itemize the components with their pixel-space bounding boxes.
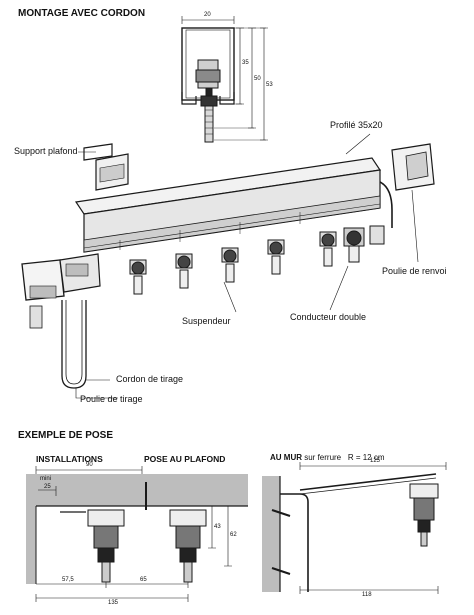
dim-57-5: 57,5	[62, 577, 74, 583]
dim-125: 125	[370, 458, 381, 464]
title-installations: INSTALLATIONS	[36, 454, 103, 464]
dim-43: 43	[214, 524, 221, 530]
dim-section-width: 20	[204, 12, 211, 18]
dim-section-h3: 53	[266, 82, 273, 88]
title-au-mur-bold: AU MUR	[270, 453, 302, 462]
title-au-mur: AU MUR sur ferrure R = 12 cm	[270, 453, 385, 462]
rail-profile	[74, 157, 382, 253]
label-cordon-tirage: Cordon de tirage	[116, 374, 184, 384]
label-poulie-renvoi: Poulie de renvoi	[382, 266, 447, 276]
dim-90: 90	[86, 462, 93, 468]
dim-25: 25	[44, 484, 51, 490]
carriers	[129, 225, 385, 295]
label-poulie-tirage: Poulie de tirage	[80, 394, 143, 404]
au-mur-drawing	[262, 462, 447, 594]
support-plafond-part	[83, 143, 129, 191]
title-montage: MONTAGE AVEC CORDON	[18, 8, 146, 19]
poulie-tirage-part	[21, 253, 118, 399]
label-suspendeur: Suspendeur	[182, 316, 231, 326]
label-conducteur-double: Conducteur double	[290, 312, 367, 322]
title-pose-plafond: POSE AU PLAFOND	[144, 454, 226, 464]
radius-label: R = 12 cm	[347, 453, 385, 462]
poulie-renvoi-part	[379, 143, 435, 228]
dim-118: 118	[362, 592, 372, 598]
dim-section-h1: 35	[242, 60, 249, 66]
label-support-plafond: Support plafond	[14, 146, 78, 156]
dim-section-h2: 50	[254, 76, 261, 82]
label-profile: Profilé 35x20	[330, 120, 383, 130]
profile-cross-section	[181, 16, 268, 143]
dim-mini: mini	[40, 476, 52, 482]
leader-lines	[78, 133, 419, 313]
dim-62: 62	[230, 532, 237, 538]
dim-135: 135	[108, 600, 119, 606]
dim-65: 65	[140, 577, 147, 583]
title-au-mur-rest: sur ferrure	[304, 453, 342, 462]
installations-drawing	[26, 466, 248, 602]
title-exemple: EXEMPLE DE POSE	[18, 430, 114, 441]
